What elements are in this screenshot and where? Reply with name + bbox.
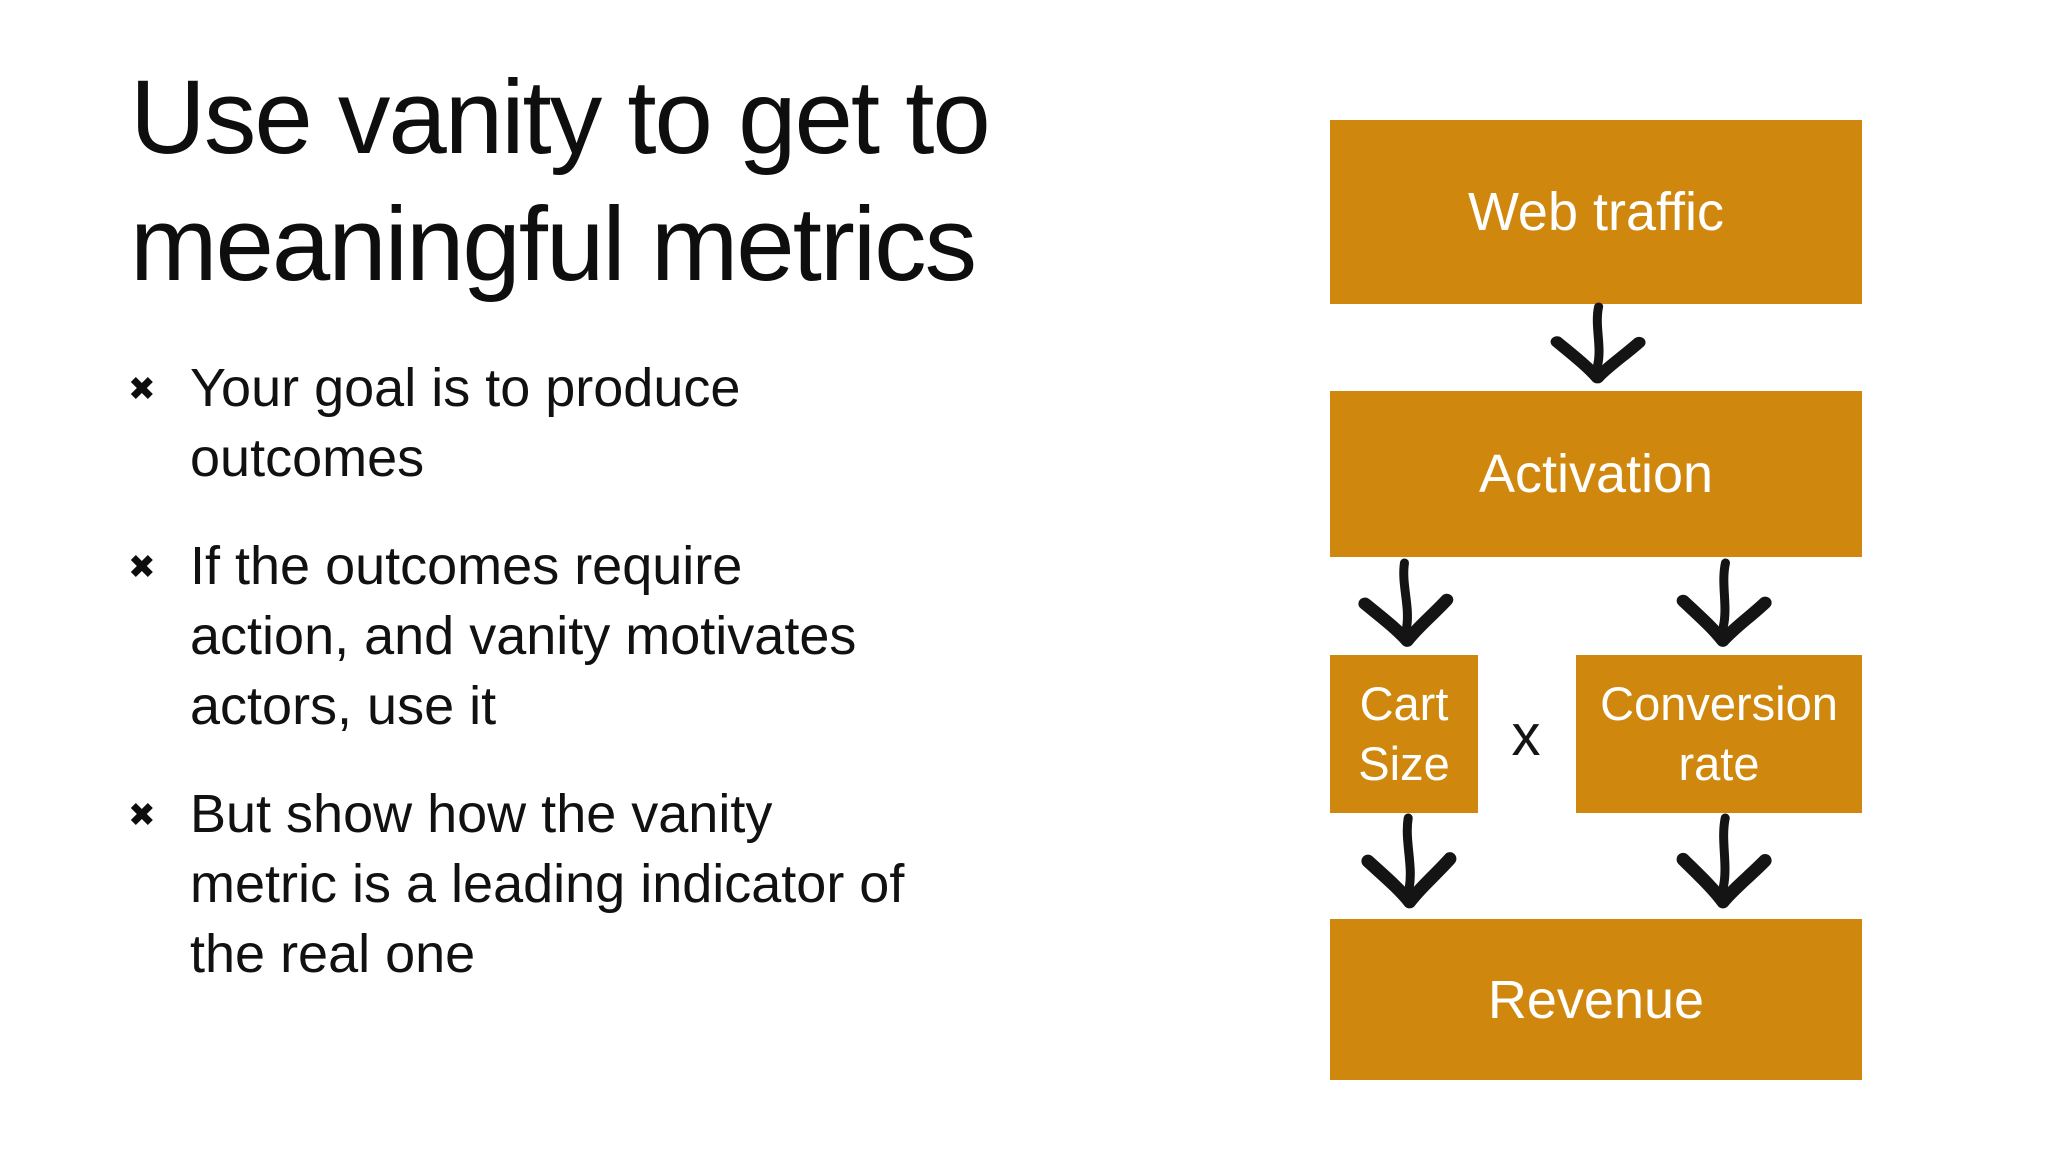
bullet-3-line-2: metric is a leading indicator of — [190, 854, 905, 914]
bullet-x-icon: ✖ — [128, 370, 156, 407]
bullet-3-line-1: But show how the vanity — [190, 784, 773, 844]
slide-title-line-2: meaningful metrics — [130, 186, 977, 303]
flow-node-cart-size-label-line-2: Size — [1358, 737, 1450, 790]
arrow-conversion-rate-to-revenue-icon — [1676, 813, 1772, 909]
bullet-item-1-text: Your goal is to produce outcomes — [190, 353, 988, 493]
bullet-item-2: ✖ If the outcomes require action, and va… — [128, 531, 988, 741]
bullet-2-line-3: actors, use it — [190, 676, 497, 736]
flow-node-cart-size: Cart Size — [1330, 655, 1478, 813]
bullet-item-2-text: If the outcomes require action, and vani… — [190, 531, 988, 741]
arrow-web-traffic-to-activation-icon — [1550, 302, 1646, 384]
bullet-x-icon: ✖ — [128, 548, 156, 585]
flow-node-web-traffic-label: Web traffic — [1467, 182, 1725, 242]
flow-node-conversion-rate-label-line-2: rate — [1678, 737, 1760, 790]
bullet-2-line-2: action, and vanity motivates — [190, 606, 857, 666]
bullet-x-icon: ✖ — [128, 796, 156, 833]
multiply-operator: x — [1511, 702, 1541, 768]
flow-node-cart-size-label-line-1: Cart — [1359, 677, 1449, 730]
flow-node-conversion-rate: Conversion rate — [1576, 655, 1862, 813]
arrow-activation-to-cart-size-icon — [1358, 558, 1454, 647]
flow-node-revenue: Revenue — [1330, 919, 1862, 1080]
bullet-item-3: ✖ But show how the vanity metric is a le… — [128, 779, 988, 989]
bullet-item-1: ✖ Your goal is to produce outcomes — [128, 353, 988, 493]
flow-node-activation: Activation — [1330, 391, 1862, 557]
slide-title-line-1: Use vanity to get to — [130, 59, 991, 176]
flow-node-conversion-rate-label-line-1: Conversion — [1600, 677, 1838, 730]
flow-node-web-traffic: Web traffic — [1330, 120, 1862, 304]
bullet-2-line-1: If the outcomes require — [190, 536, 743, 596]
bullet-item-3-text: But show how the vanity metric is a lead… — [190, 779, 988, 989]
bullet-1-line-1: Your goal is to produce — [190, 358, 741, 418]
flow-node-revenue-label: Revenue — [1487, 969, 1705, 1030]
flow-node-activation-label: Activation — [1478, 444, 1714, 504]
bullet-1-line-2: outcomes — [190, 428, 425, 488]
arrow-activation-to-conversion-rate-icon — [1676, 558, 1772, 647]
slide-title: Use vanity to get to meaningful metrics — [130, 54, 991, 308]
bullet-3-line-3: the real one — [190, 924, 476, 984]
arrow-cart-size-to-revenue-icon — [1361, 813, 1457, 909]
